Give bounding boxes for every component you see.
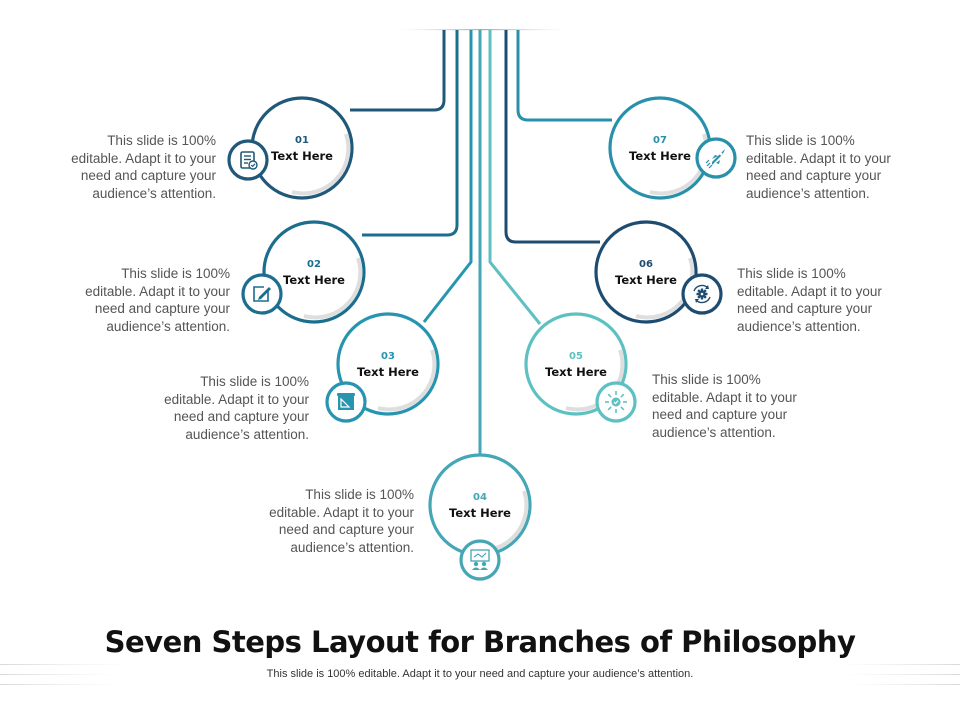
step-01-description: This slide is 100% editable. Adapt it to … <box>44 132 216 202</box>
step-label: Text Here <box>283 273 345 287</box>
description-line: editable. Adapt it to your <box>652 389 797 405</box>
step-label: Text Here <box>629 149 691 163</box>
step-number: 06 <box>639 259 653 270</box>
step-label: Text Here <box>271 149 333 163</box>
step-icon-badge <box>595 381 637 423</box>
description-line: This slide is 100% <box>746 133 855 148</box>
step-icon-badge <box>227 139 269 181</box>
step-label: Text Here <box>615 273 677 287</box>
step-06-description: This slide is 100% editable. Adapt it to … <box>737 265 909 335</box>
step-icon-badge <box>241 273 283 315</box>
branch-line-06 <box>504 30 600 244</box>
step-icon-badge <box>325 381 367 423</box>
step-circle <box>608 96 712 200</box>
step-label: Text Here <box>545 365 607 379</box>
circle-shadow <box>303 257 363 320</box>
blueprint-design-icon <box>337 393 355 410</box>
step-number: 05 <box>569 351 583 362</box>
branch-line-03 <box>422 30 473 323</box>
step-number: 04 <box>473 492 487 503</box>
top-divider <box>400 29 565 31</box>
description-line: editable. Adapt it to your <box>737 283 882 299</box>
description-line: need and capture your <box>94 301 230 316</box>
description-line: editable. Adapt it to your <box>269 504 414 520</box>
gear-refresh-icon <box>693 284 711 304</box>
edit-pencil-icon <box>253 286 271 302</box>
step-circle <box>250 96 354 200</box>
description-line: This slide is 100% <box>305 487 414 502</box>
step-icon-badge <box>681 273 723 315</box>
description-line: need and capture your <box>746 168 882 183</box>
description-line: audience’s attention. <box>746 185 870 201</box>
description-line: This slide is 100% <box>200 374 309 389</box>
description-line: editable. Adapt it to your <box>85 283 230 299</box>
step-circle <box>594 220 698 324</box>
description-line: need and capture your <box>278 522 414 537</box>
step-number: 02 <box>307 259 321 270</box>
description-line: This slide is 100% <box>737 266 846 281</box>
step-07-description: This slide is 100% editable. Adapt it to … <box>746 132 918 202</box>
step-05-description: This slide is 100% editable. Adapt it to … <box>652 371 824 441</box>
right-title-decoration <box>835 664 960 685</box>
step-icon-badge <box>695 137 737 179</box>
step-number: 01 <box>295 135 309 146</box>
description-line: audience’s attention. <box>92 185 216 201</box>
step-label: Text Here <box>449 506 511 520</box>
branch-line-01 <box>350 30 446 112</box>
description-line: need and capture your <box>737 301 873 316</box>
branch-connectors <box>350 30 612 455</box>
description-line: audience’s attention. <box>185 426 309 442</box>
description-line: audience’s attention. <box>737 318 861 334</box>
step-circle <box>262 220 366 324</box>
left-title-decoration <box>0 664 130 685</box>
description-line: editable. Adapt it to your <box>164 391 309 407</box>
page-title: Seven Steps Layout for Branches of Philo… <box>104 625 856 659</box>
step-label: Text Here <box>357 365 419 379</box>
branch-line-02 <box>362 30 459 237</box>
checklist-document-icon <box>240 151 258 170</box>
circle-shadow <box>635 257 695 320</box>
description-line: This slide is 100% <box>121 266 230 281</box>
step-number: 07 <box>653 135 667 146</box>
presentation-team-icon <box>470 549 490 570</box>
step-icon-badge <box>459 539 501 581</box>
rocket-icon <box>705 149 725 169</box>
description-line: audience’s attention. <box>106 318 230 334</box>
circle-shadow <box>377 349 437 412</box>
description-line: editable. Adapt it to your <box>71 150 216 166</box>
step-circle <box>336 312 440 416</box>
page-subtitle: This slide is 100% editable. Adapt it to… <box>266 668 694 680</box>
description-line: audience’s attention. <box>290 539 414 555</box>
circle-shadow <box>291 133 351 196</box>
branch-line-07 <box>516 30 612 122</box>
description-line: This slide is 100% <box>107 133 216 148</box>
description-line: need and capture your <box>652 407 788 422</box>
step-03-description: This slide is 100% editable. Adapt it to … <box>137 373 309 443</box>
target-check-icon <box>605 391 627 413</box>
step-02-description: This slide is 100% editable. Adapt it to … <box>58 265 230 335</box>
description-line: editable. Adapt it to your <box>746 150 891 166</box>
description-line: need and capture your <box>173 409 309 424</box>
description-line: This slide is 100% <box>652 372 761 387</box>
description-line: need and capture your <box>80 168 216 183</box>
step-04-description: This slide is 100% editable. Adapt it to … <box>242 486 414 556</box>
branch-line-05 <box>488 30 542 325</box>
step-number: 03 <box>381 351 395 362</box>
description-line: audience’s attention. <box>652 424 776 440</box>
